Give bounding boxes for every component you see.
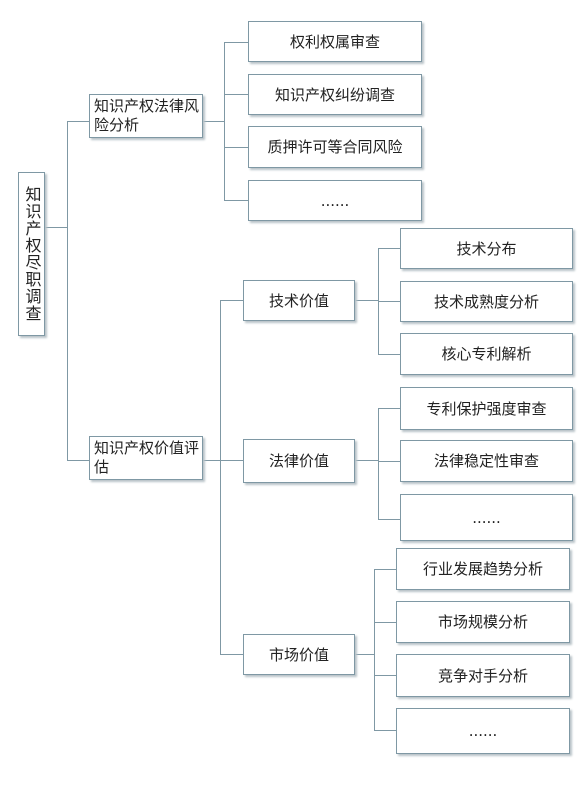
root-node: 知识产权尽职调查 (18, 172, 45, 336)
leaf-ellipsis: ...... (248, 180, 422, 221)
connector (378, 408, 379, 520)
leaf-dispute-investigation: 知识产权纠纷调查 (248, 74, 422, 115)
branch-value-assessment-label: 知识产权价值评估 (94, 439, 200, 476)
node-market-value: 市场价值 (243, 634, 355, 675)
node-tech-value: 技术价值 (243, 280, 355, 321)
leaf-tech-distribution: 技术分布 (400, 228, 573, 269)
connector (374, 569, 396, 570)
connector (378, 248, 400, 249)
connector (203, 121, 224, 122)
connector (44, 227, 67, 228)
leaf-industry-trend: 行业发展趋势分析 (396, 548, 570, 590)
branch-value-assessment: 知识产权价值评估 (89, 436, 203, 480)
connector (374, 569, 375, 731)
leaf-tech-maturity: 技术成熟度分析 (400, 281, 573, 322)
connector (374, 622, 396, 623)
connector (378, 461, 400, 462)
leaf-ellipsis: ...... (400, 494, 573, 541)
connector (224, 200, 248, 201)
connector (378, 301, 400, 302)
leaf-patent-strength: 专利保护强度审查 (400, 387, 573, 430)
leaf-core-patent: 核心专利解析 (400, 333, 573, 375)
connector (374, 675, 396, 676)
leaf-ellipsis: ...... (396, 708, 570, 754)
leaf-legal-stability: 法律稳定性审查 (400, 440, 573, 482)
connector (220, 300, 243, 301)
branch-legal-risk-label: 知识产权法律风险分析 (94, 97, 200, 134)
branch-legal-risk: 知识产权法律风险分析 (89, 94, 203, 138)
connector (220, 300, 221, 655)
leaf-market-size: 市场规模分析 (396, 601, 570, 643)
connector (220, 460, 243, 461)
connector (355, 300, 378, 301)
connector (220, 654, 243, 655)
connector (374, 730, 396, 731)
connector (224, 42, 248, 43)
connector (224, 42, 225, 201)
connector (378, 408, 400, 409)
connector (224, 94, 248, 95)
leaf-ownership-review: 权利权属审查 (248, 21, 422, 62)
leaf-competitor-analysis: 竞争对手分析 (396, 654, 570, 697)
connector (355, 460, 378, 461)
leaf-contract-risk: 质押许可等合同风险 (248, 126, 422, 168)
connector (224, 147, 248, 148)
connector (378, 519, 400, 520)
connector (67, 121, 89, 122)
node-legal-value: 法律价值 (243, 439, 355, 483)
connector (203, 460, 220, 461)
connector (378, 354, 400, 355)
connector (355, 654, 374, 655)
connector (67, 460, 89, 461)
connector (67, 121, 68, 460)
